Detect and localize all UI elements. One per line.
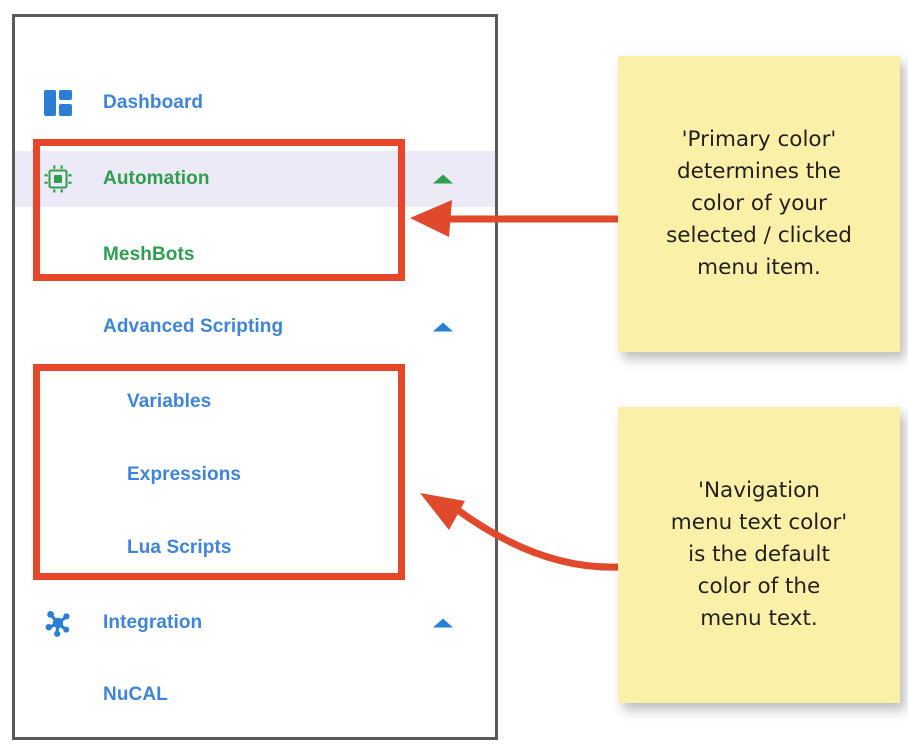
sidebar-item-lua-scripts[interactable]: Lua Scripts — [15, 520, 495, 576]
sidebar-item-dashboard[interactable]: Dashboard — [15, 75, 495, 131]
nav-text-color-note-text: 'Navigation menu text color' is the defa… — [670, 478, 848, 631]
sidebar-item-label-dashboard: Dashboard — [103, 92, 204, 113]
navigation-sidebar-panel: Dashboard — [12, 14, 498, 740]
sidebar-item-meshbots[interactable]: MeshBots — [15, 227, 495, 283]
nav-text-color-note: 'Navigation menu text color' is the defa… — [618, 407, 900, 703]
sidebar-item-label-variables: Variables — [127, 391, 212, 412]
sidebar-item-label-integration: Integration — [103, 612, 203, 633]
sidebar-item-label-expressions: Expressions — [127, 464, 242, 485]
sidebar-item-integration[interactable]: Integration — [15, 595, 495, 651]
sidebar-item-nucal[interactable]: NuCAL — [15, 667, 495, 723]
primary-color-note-text: 'Primary color' determines the color of … — [666, 127, 852, 280]
sidebar-item-label-nucal: NuCAL — [103, 684, 168, 705]
sidebar-item-label-lua-scripts: Lua Scripts — [127, 537, 232, 558]
sidebar-item-automation[interactable]: Automation — [15, 151, 495, 207]
sidebar-item-expressions[interactable]: Expressions — [15, 447, 495, 503]
chevron-up-icon-integration[interactable] — [433, 618, 453, 628]
primary-color-note: 'Primary color' determines the color of … — [618, 56, 900, 352]
sidebar-item-label-automation: Automation — [103, 168, 210, 189]
selected-row-background — [15, 151, 495, 207]
sidebar-item-label-advanced-scripting: Advanced Scripting — [103, 316, 284, 337]
sidebar-item-label-meshbots: MeshBots — [103, 244, 195, 265]
sidebar-item-advanced-scripting[interactable]: Advanced Scripting — [15, 299, 495, 355]
automation-highlight-box — [33, 139, 405, 281]
dashboard-layout-icon — [43, 88, 73, 118]
chevron-up-icon-automation[interactable] — [433, 174, 453, 184]
scripting-highlight-box — [33, 364, 405, 580]
sidebar-item-variables[interactable]: Variables — [15, 374, 495, 430]
chip-icon — [43, 164, 73, 194]
chevron-up-icon-advanced-scripting[interactable] — [433, 322, 453, 332]
hub-network-icon — [43, 608, 73, 638]
